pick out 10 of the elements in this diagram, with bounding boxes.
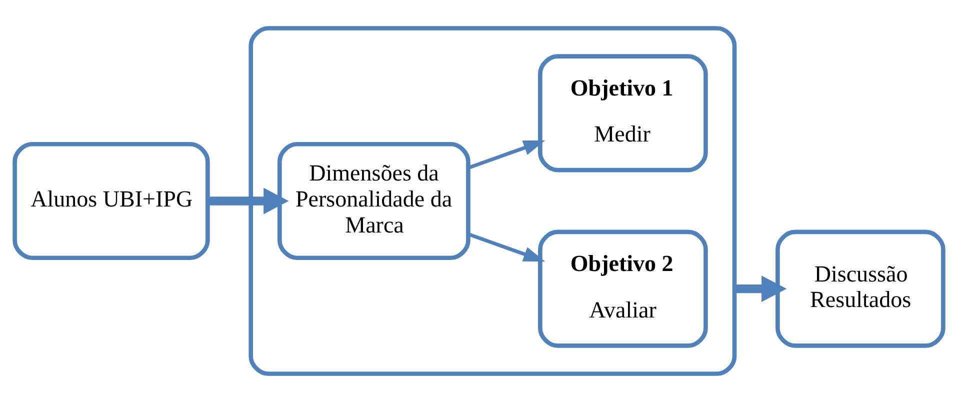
arrow — [468, 232, 546, 262]
node-box: Discussão Resultados — [776, 229, 946, 348]
arrow — [468, 140, 546, 169]
node-box: Dimensões da Personalidade da Marca — [277, 141, 470, 260]
node-box: Objetivo 1 Medir — [538, 54, 708, 172]
arrow — [734, 275, 787, 302]
node-box: Alunos UBI+IPG — [12, 141, 210, 260]
node-box: Objetivo 2 Avaliar — [538, 229, 708, 348]
arrow — [208, 187, 289, 214]
cluster — [248, 26, 737, 376]
